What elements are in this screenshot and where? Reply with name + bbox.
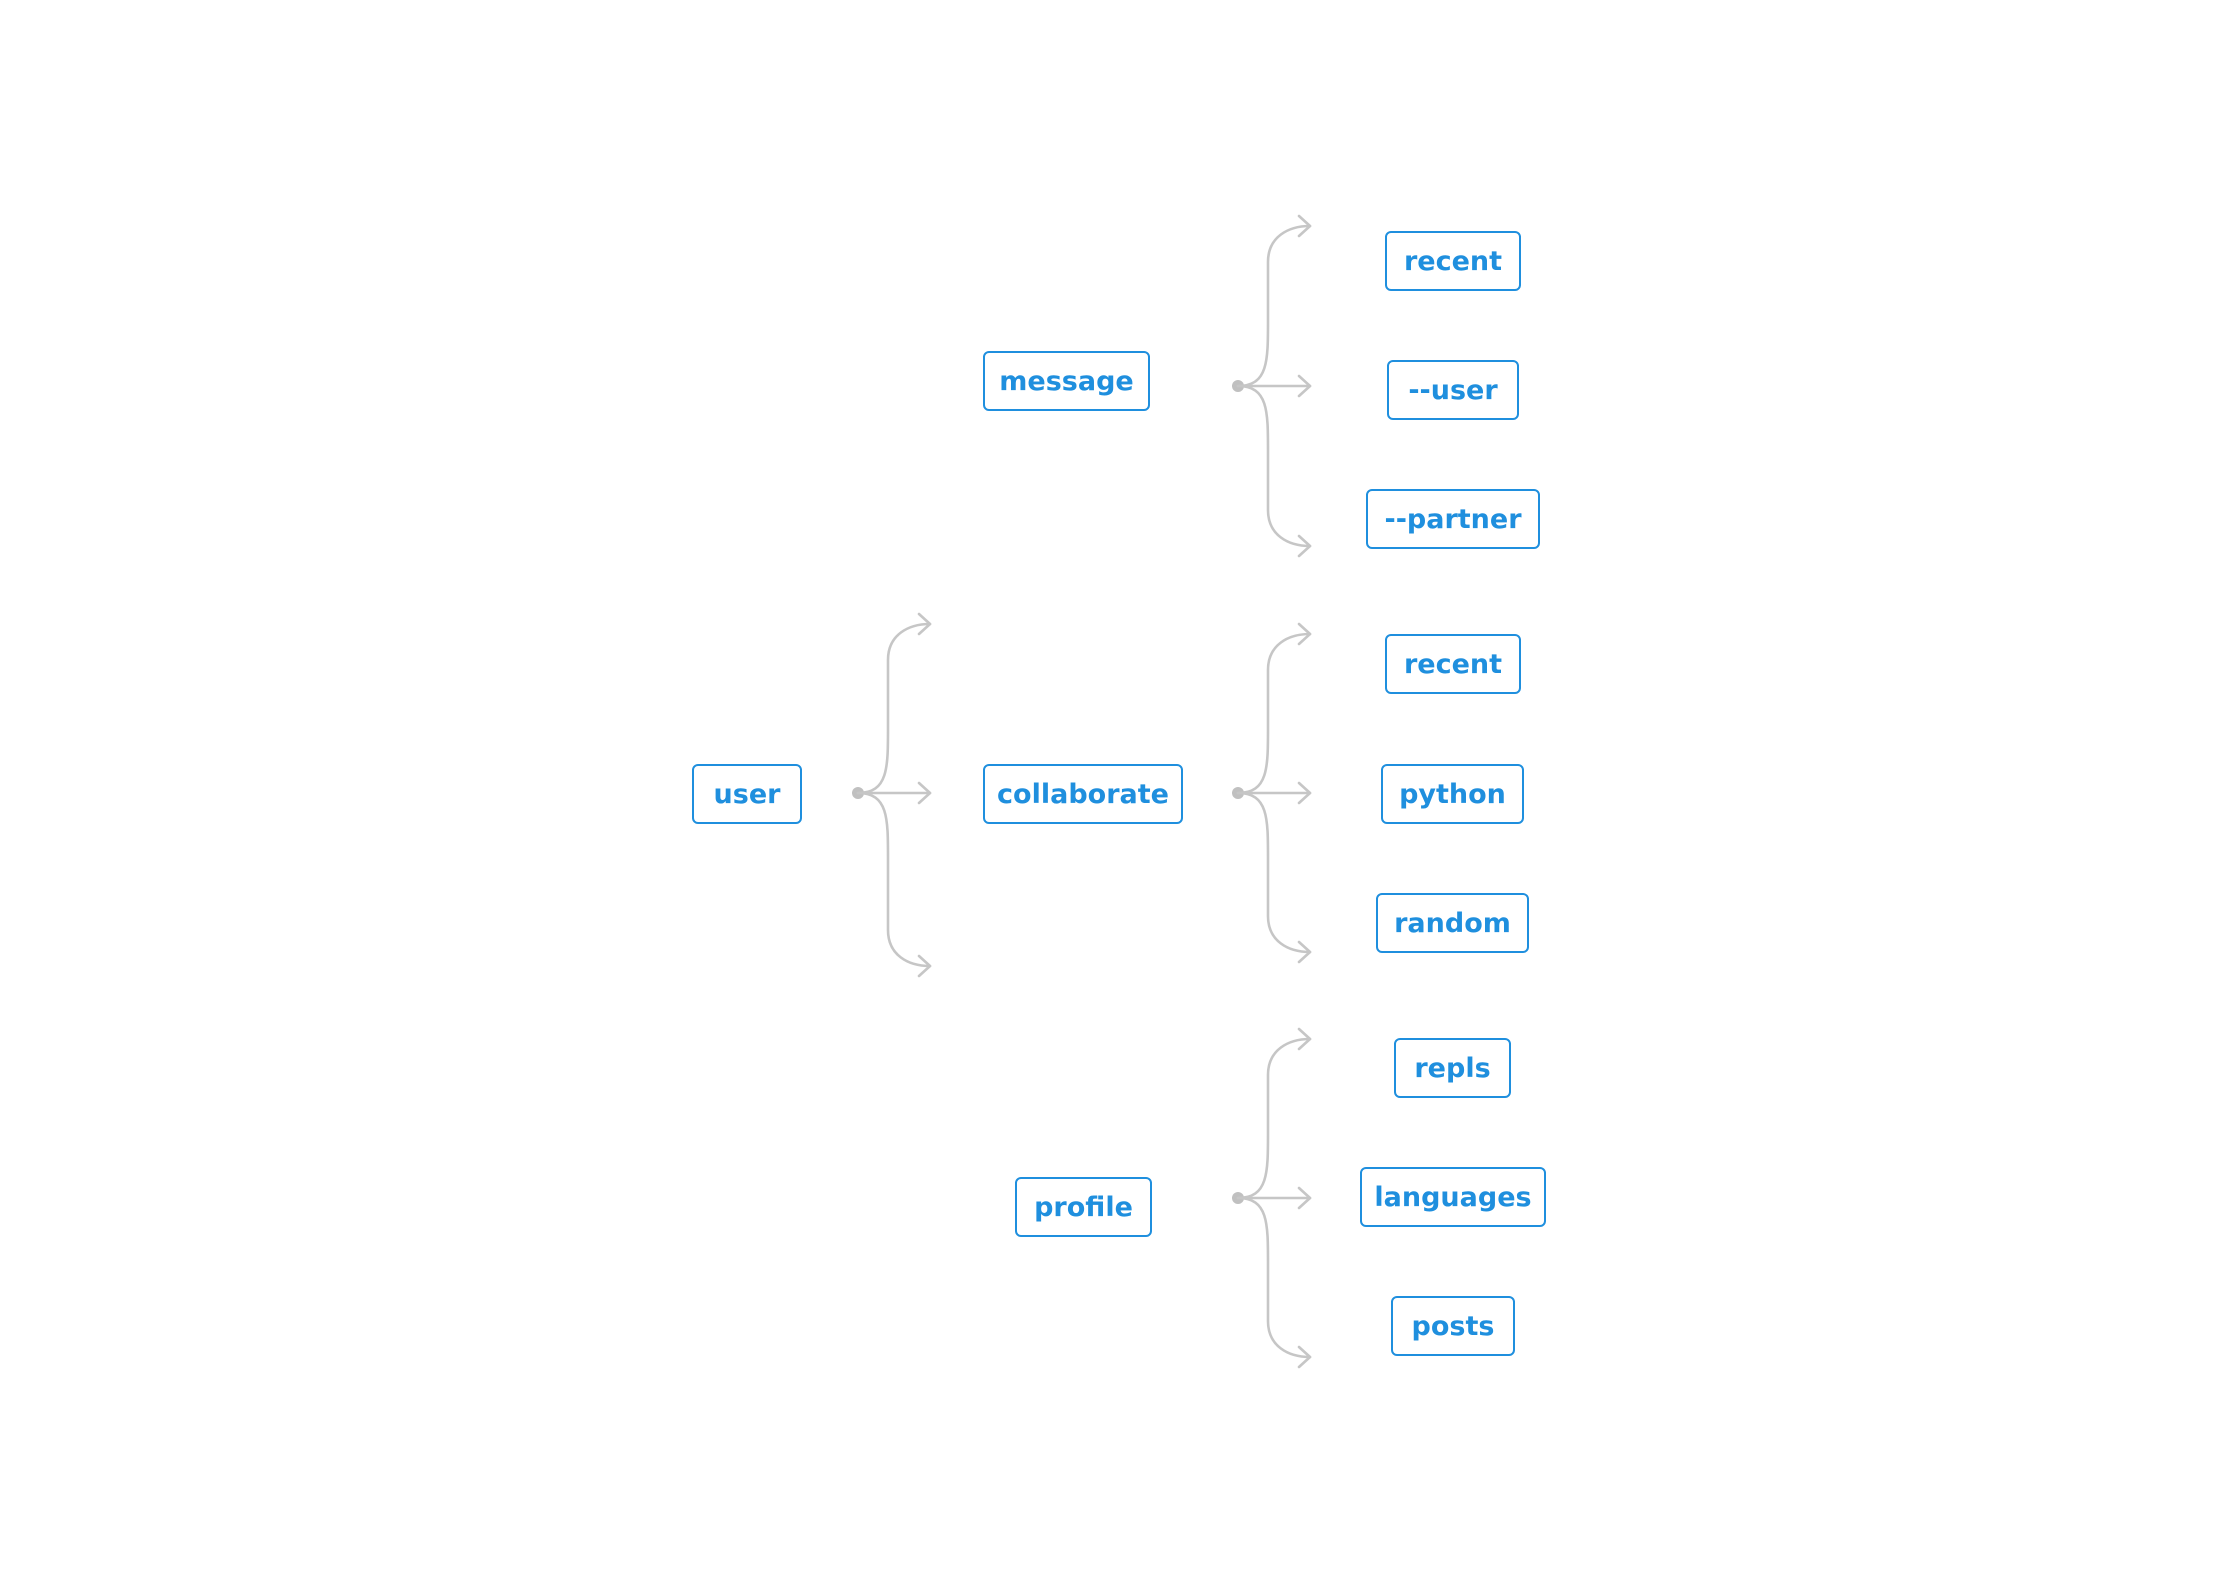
arrowhead <box>1297 1186 1312 1210</box>
arrowhead <box>917 612 932 636</box>
branch-line-profile-repls <box>1236 1037 1312 1200</box>
arrowhead <box>917 781 932 805</box>
branch-line-user-message <box>856 622 932 795</box>
node-profile-languages[interactable]: languages <box>1360 1167 1546 1227</box>
arrowhead <box>1297 940 1312 964</box>
node-collaborate-recent[interactable]: recent <box>1385 634 1521 694</box>
fork-user <box>852 612 932 978</box>
node-collaborate-random[interactable]: random <box>1376 893 1529 953</box>
node-profile-repls[interactable]: repls <box>1394 1038 1511 1098</box>
node-message-partner-flag[interactable]: --partner <box>1366 489 1540 549</box>
branch-line-message-recent <box>1236 224 1312 388</box>
arrowhead <box>1297 622 1312 646</box>
arrowhead <box>1297 374 1312 398</box>
branch-line-user-profile <box>856 791 932 968</box>
branch-line-collaborate-random <box>1236 791 1312 954</box>
node-message-user-flag[interactable]: --user <box>1387 360 1519 420</box>
branch-line-message-partner <box>1236 384 1312 548</box>
node-collaborate[interactable]: collaborate <box>983 764 1183 824</box>
arrowhead <box>1297 1027 1312 1051</box>
node-collaborate-python[interactable]: python <box>1381 764 1524 824</box>
fork-collaborate <box>1232 622 1312 964</box>
arrowhead <box>1297 781 1312 805</box>
fork-message <box>1232 214 1312 558</box>
arrowhead <box>917 954 932 978</box>
arrowhead <box>1297 214 1312 238</box>
branch-line-collaborate-recent <box>1236 632 1312 795</box>
node-message[interactable]: message <box>983 351 1150 411</box>
node-profile[interactable]: profile <box>1015 1177 1152 1237</box>
arrowhead <box>1297 534 1312 558</box>
branch-line-profile-posts <box>1236 1196 1312 1359</box>
node-message-recent[interactable]: recent <box>1385 231 1521 291</box>
node-profile-posts[interactable]: posts <box>1391 1296 1515 1356</box>
node-user[interactable]: user <box>692 764 802 824</box>
arrowhead <box>1297 1345 1312 1369</box>
fork-profile <box>1232 1027 1312 1369</box>
